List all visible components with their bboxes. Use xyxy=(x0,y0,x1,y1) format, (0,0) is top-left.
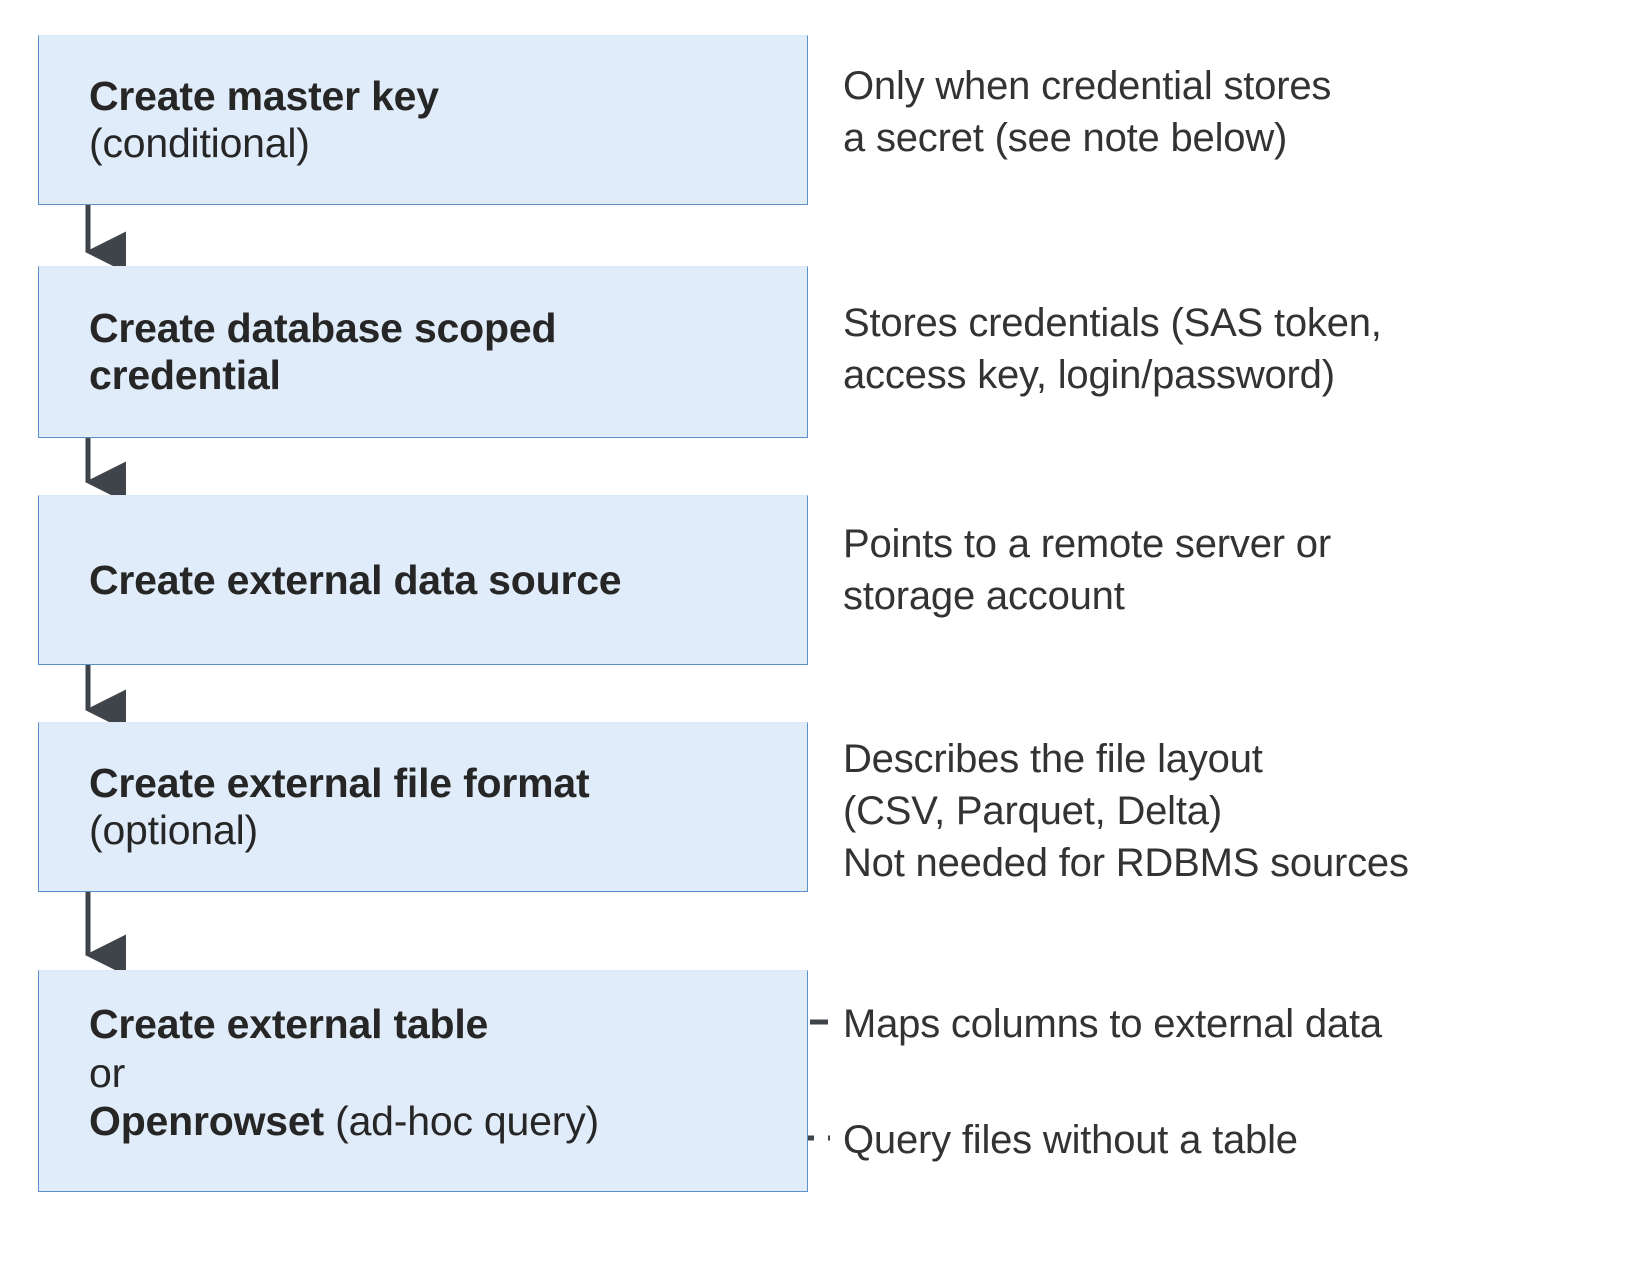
note-query-files: Query files without a table xyxy=(843,1118,1298,1162)
step-title-create-external-data-source: Create external data source xyxy=(89,556,622,603)
step-title-openrowset: Openrowset (ad-hoc query) xyxy=(39,1098,807,1145)
step-box-create-master-key[interactable]: Create master key (conditional) xyxy=(38,35,808,205)
note-create-external-data-source: Points to a remote server or storage acc… xyxy=(843,522,1331,618)
step-subtitle-create-external-file-format: (optional) xyxy=(89,807,258,853)
step-title-create-external-file-format: Create external file format xyxy=(89,760,590,807)
step-connector-label-or: or xyxy=(89,1049,126,1096)
step-title-create-database-scoped-credential: Create database scoped credential xyxy=(89,305,557,398)
step-subtitle-create-master-key: (conditional) xyxy=(89,120,310,166)
openrowset-qualifier: (ad-hoc query) xyxy=(323,1098,599,1145)
step-box-create-external-file-format[interactable]: Create external file format (optional) xyxy=(38,722,808,892)
note-create-external-file-format: Describes the file layout (CSV, Parquet,… xyxy=(843,737,1409,885)
step-title-create-external-table: Create external table xyxy=(89,1001,489,1047)
step-title-create-master-key: Create master key xyxy=(89,73,439,120)
openrowset-label: Openrowset xyxy=(89,1098,324,1145)
note-maps-columns: Maps columns to external data xyxy=(843,1002,1382,1046)
step-box-create-database-scoped-credential[interactable]: Create database scoped credential xyxy=(38,266,808,438)
note-create-master-key: Only when credential stores a secret (se… xyxy=(843,64,1332,160)
step-box-create-external-data-source[interactable]: Create external data source xyxy=(38,495,808,665)
step-box-create-external-table-or-openrowset[interactable]: Create external table or Openrowset (ad-… xyxy=(38,970,808,1192)
note-create-database-scoped-credential: Stores credentials (SAS token, access ke… xyxy=(843,301,1382,397)
